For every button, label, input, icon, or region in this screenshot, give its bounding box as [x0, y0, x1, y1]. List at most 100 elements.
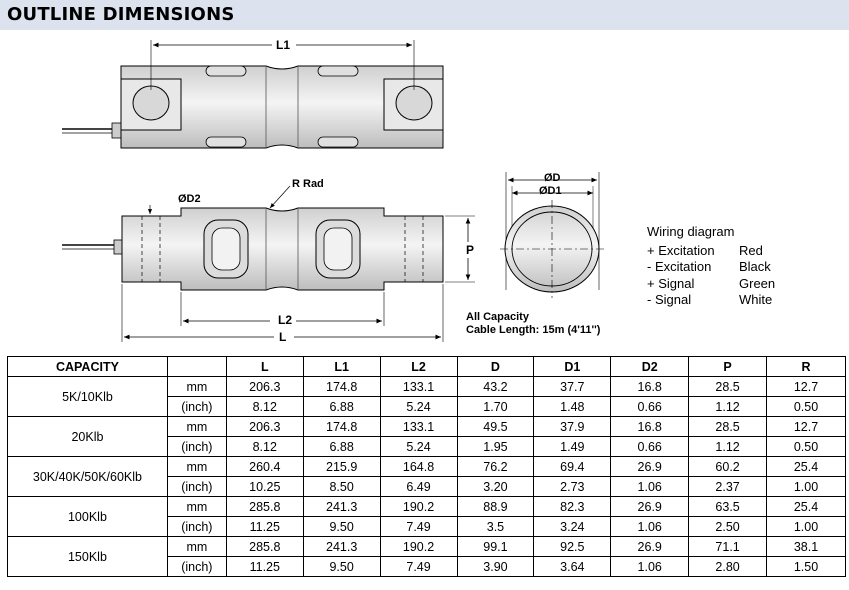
- value-cell: 0.66: [610, 396, 690, 417]
- value-cell: 0.50: [766, 436, 846, 457]
- value-cell: 285.8: [225, 536, 304, 557]
- value-cell: 99.1: [456, 536, 535, 557]
- value-cell: 12.7: [766, 376, 846, 397]
- value-cell: 26.9: [610, 536, 690, 557]
- value-cell: 1.70: [456, 396, 535, 417]
- column-header: R: [766, 356, 846, 377]
- value-cell: 3.20: [456, 476, 535, 497]
- value-cell: 37.7: [533, 376, 612, 397]
- column-header: P: [688, 356, 768, 377]
- value-cell: 190.2: [379, 496, 458, 517]
- value-cell: 37.9: [533, 416, 612, 437]
- value-cell: 6.49: [379, 476, 458, 497]
- value-cell: 260.4: [225, 456, 304, 477]
- value-cell: 5.24: [379, 436, 458, 457]
- wiring-color: Green: [739, 275, 776, 291]
- value-cell: 2.37: [688, 476, 768, 497]
- value-cell: 16.8: [610, 416, 690, 437]
- value-cell: 28.5: [688, 416, 768, 437]
- cable-note: All Capacity Cable Length: 15m (4'11''): [466, 311, 600, 337]
- value-cell: 241.3: [302, 496, 381, 517]
- value-cell: 8.50: [302, 476, 381, 497]
- section-header: OUTLINE DIMENSIONS: [0, 0, 849, 30]
- value-cell: 5.24: [379, 396, 458, 417]
- value-cell: 2.73: [533, 476, 612, 497]
- wiring-row: - Excitation Black: [647, 259, 775, 276]
- dim-label-l: L: [279, 330, 287, 344]
- value-cell: 174.8: [302, 376, 381, 397]
- value-cell: 6.88: [302, 436, 381, 457]
- value-cell: 2.80: [688, 556, 768, 577]
- capacity-cell: 150Klb: [7, 536, 168, 577]
- wiring-color: Red: [739, 242, 763, 258]
- value-cell: 63.5: [688, 496, 768, 517]
- capacity-cell: 20Klb: [7, 416, 168, 457]
- value-cell: 1.06: [610, 476, 690, 497]
- column-header: D1: [533, 356, 612, 377]
- dim-label-d1: ØD1: [539, 185, 562, 197]
- wiring-title: Wiring diagram: [647, 224, 735, 239]
- value-cell: 9.50: [302, 556, 381, 577]
- dim-label-p: P: [466, 243, 475, 257]
- value-cell: 16.8: [610, 376, 690, 397]
- wiring-row: + Excitation Red: [647, 243, 775, 260]
- unit-cell: (inch): [166, 396, 227, 417]
- wiring-color: White: [739, 292, 773, 307]
- capacity-cell: 100Klb: [7, 496, 168, 537]
- column-header: D: [456, 356, 535, 377]
- top-view: [62, 40, 444, 149]
- value-cell: 3.24: [533, 516, 612, 537]
- column-header: D2: [610, 356, 690, 377]
- wiring-signal: - Excitation: [647, 259, 712, 274]
- value-cell: 12.7: [766, 416, 846, 437]
- value-cell: 11.25: [225, 556, 304, 577]
- capacity-cell: 30K/40K/50K/60Klb: [7, 456, 168, 497]
- value-cell: 25.4: [766, 456, 846, 477]
- capacity-cell: 5K/10Klb: [7, 376, 168, 417]
- value-cell: 206.3: [225, 376, 304, 397]
- dim-label-d: ØD: [544, 172, 561, 184]
- wiring-signal: + Excitation: [647, 242, 715, 258]
- value-cell: 241.3: [302, 536, 381, 557]
- value-cell: 25.4: [766, 496, 846, 517]
- cross-section-view: [500, 172, 604, 298]
- column-header: L2: [379, 356, 458, 377]
- value-cell: 26.9: [610, 496, 690, 517]
- value-cell: 1.95: [456, 436, 535, 457]
- wiring-row: - Signal White: [647, 292, 775, 309]
- unit-cell: (inch): [166, 436, 227, 457]
- value-cell: 3.5: [456, 516, 535, 537]
- wiring-color: Black: [739, 259, 771, 274]
- wiring-signal: + Signal: [647, 275, 695, 291]
- dim-label-d2: ØD2: [178, 193, 201, 205]
- value-cell: 0.50: [766, 396, 846, 417]
- value-cell: 1.12: [688, 396, 768, 417]
- value-cell: 49.5: [456, 416, 535, 437]
- value-cell: 164.8: [379, 456, 458, 477]
- outline-drawing: [62, 40, 604, 342]
- unit-cell: mm: [166, 376, 227, 397]
- value-cell: 71.1: [688, 536, 768, 557]
- cable-note-capacity: All Capacity: [466, 311, 529, 323]
- value-cell: 0.66: [610, 436, 690, 457]
- value-cell: 285.8: [225, 496, 304, 517]
- unit-cell: (inch): [166, 476, 227, 497]
- value-cell: 215.9: [302, 456, 381, 477]
- side-view: [62, 185, 475, 342]
- value-cell: 76.2: [456, 456, 535, 477]
- value-cell: 38.1: [766, 536, 846, 557]
- value-cell: 88.9: [456, 496, 535, 517]
- value-cell: 1.00: [766, 476, 846, 497]
- column-header: L: [225, 356, 304, 377]
- unit-cell: mm: [166, 536, 227, 557]
- value-cell: 43.2: [456, 376, 535, 397]
- value-cell: 2.50: [688, 516, 768, 537]
